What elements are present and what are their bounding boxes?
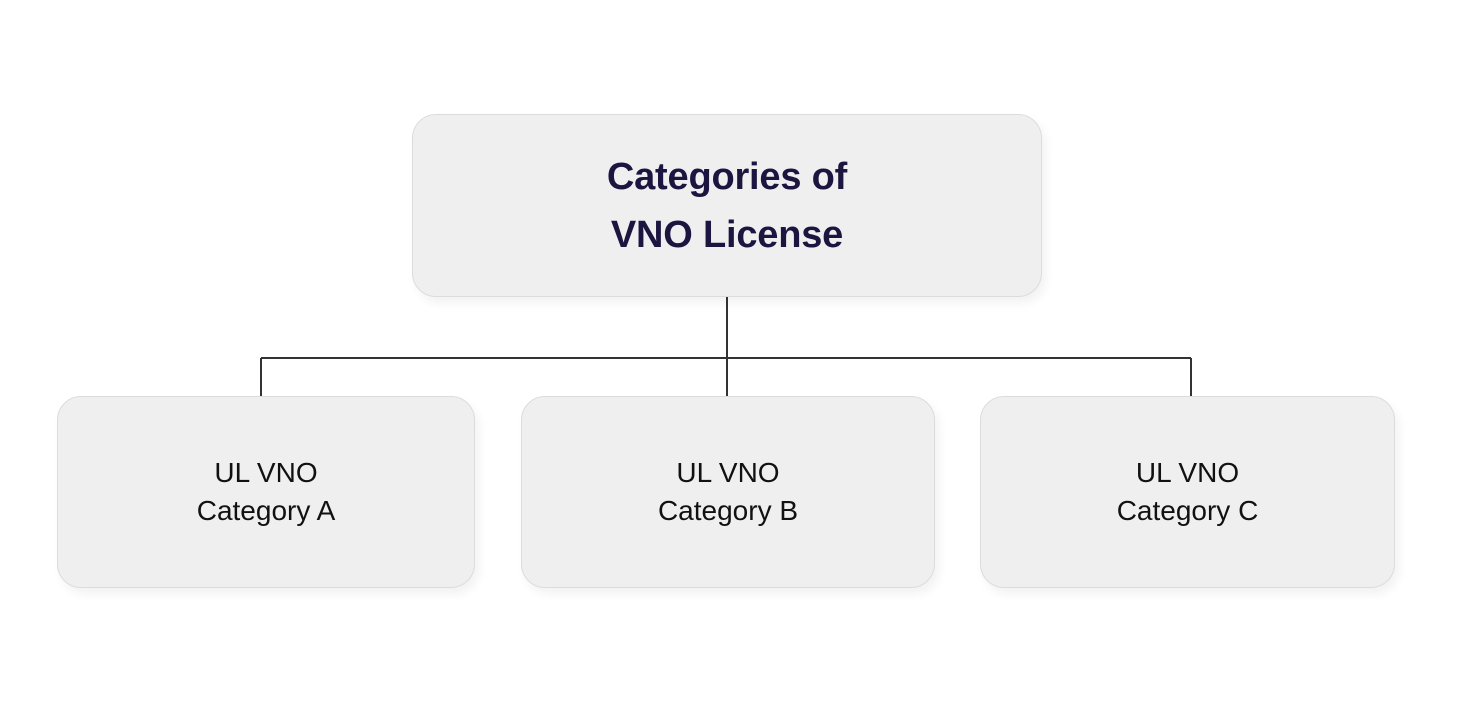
node-child-ul-vno-category-c: UL VNO Category C — [980, 396, 1395, 588]
node-child-a-label: UL VNO Category A — [196, 457, 336, 526]
node-child-ul-vno-category-a: UL VNO Category A — [57, 396, 475, 588]
node-child-ul-vno-category-b: UL VNO Category B — [521, 396, 935, 588]
node-root-categories-of-vno-license: Categories of VNO License — [412, 114, 1042, 297]
node-child-b-label: UL VNO Category B — [657, 457, 799, 526]
node-root-label: Categories of VNO License — [606, 155, 848, 256]
node-child-c-label: UL VNO Category C — [1116, 457, 1259, 526]
